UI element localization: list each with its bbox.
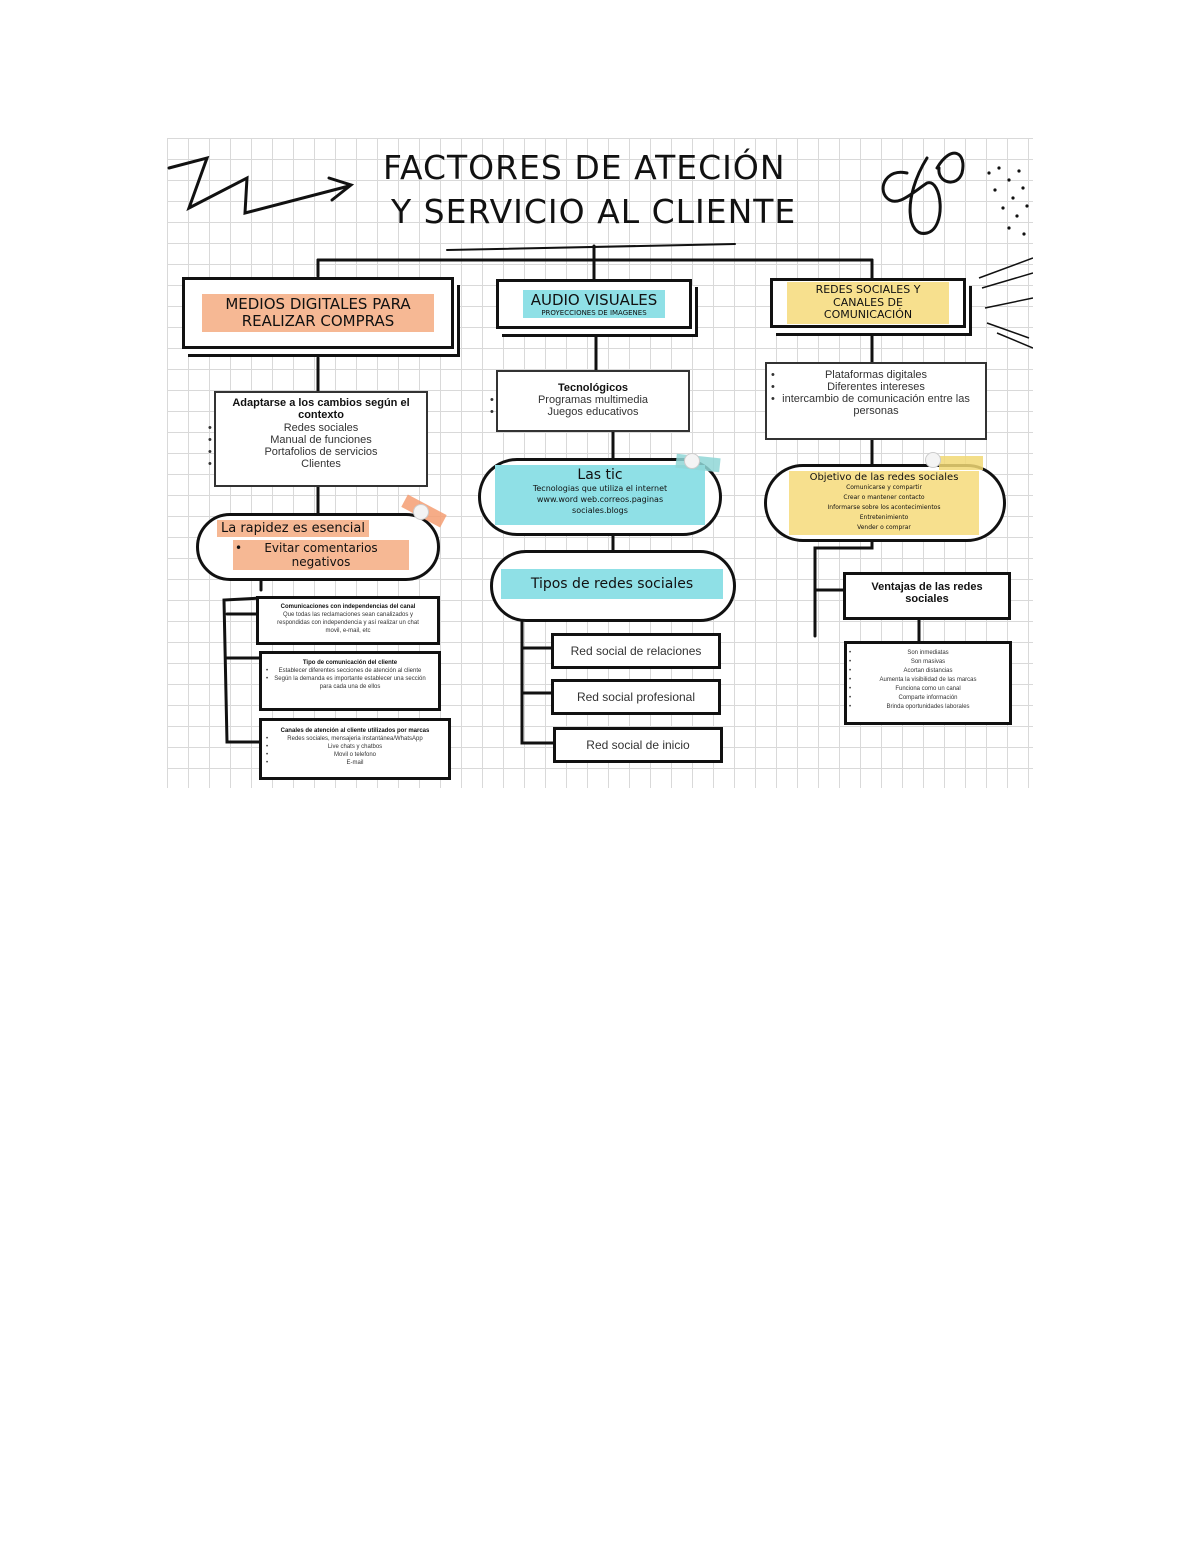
pill-las-tic-item: Tecnologias que utiliza el internet www.… [495, 483, 705, 516]
pill-las-tic-title: Las tic [495, 467, 705, 483]
pill-rapidez: La rapidez es esencial • Evitar comentar… [196, 513, 440, 581]
box-red-inicio: Red social de inicio [553, 727, 723, 763]
pill-rapidez-item: • Evitar comentarios negativos [233, 540, 409, 570]
list-item: Manual de funciones [216, 434, 426, 446]
list-item: Comparte información [857, 694, 999, 703]
list-item: Clientes [216, 458, 426, 470]
list-item: Son inmediatas [857, 649, 999, 658]
box-canales-atencion-title: Canales de atención al cliente utilizado… [262, 727, 448, 735]
bullet-icon: • [235, 541, 242, 555]
box-comunicaciones-canal-title: Comunicaciones con independencias del ca… [259, 603, 437, 611]
list-item: Crear o mantener contacto [789, 493, 979, 503]
header-redes-sociales: REDES SOCIALES Y CANALES DE COMUNICACIÓN [770, 278, 966, 328]
list-item: Live chats y chatbos [274, 743, 436, 751]
list-item: Plataformas digitales [779, 369, 973, 381]
box-tipo-comunicacion: Tipo de comunicación del cliente Estable… [259, 651, 441, 711]
box-tecnologicos: Tecnológicos Programas multimedia Juegos… [496, 370, 690, 432]
list-item: Juegos educativos [498, 406, 688, 418]
box-tipo-comunicacion-title: Tipo de comunicación del cliente [262, 659, 438, 667]
box-ventajas-list: Son inmediatas Son masivas Acortan dista… [844, 641, 1012, 725]
mind-map-sheet: FACTORES DE ATECIÓN Y SERVICIO AL CLIENT… [167, 138, 1033, 788]
list-item: Vender o comprar [789, 523, 979, 533]
pill-tipos-redes: Tipos de redes sociales [490, 550, 736, 622]
list-item: Acortan distancias [857, 667, 999, 676]
box-comunicaciones-canal-text: Que todas las reclamaciones sean canaliz… [259, 611, 437, 635]
list-item: Funciona como un canal [857, 685, 999, 694]
title-line-2: Y SERVICIO AL CLIENTE [391, 190, 903, 234]
list-item: Son masivas [857, 658, 999, 667]
box-comunicaciones-canal: Comunicaciones con independencias del ca… [256, 596, 440, 645]
list-item: intercambio de comunicación entre las pe… [779, 393, 973, 417]
box-red-relaciones: Red social de relaciones [551, 633, 721, 669]
pill-las-tic: Las tic Tecnologias que utiliza el inter… [478, 458, 722, 536]
header-audio-visuales-title: AUDIO VISUALES [531, 291, 658, 309]
pin-decoration [413, 504, 429, 520]
box-ventajas-title: Ventajas de las redes sociales [843, 572, 1011, 620]
list-item: E-mail [274, 759, 436, 767]
list-item: Aumenta la visibilidad de las marcas [857, 676, 999, 685]
header-redes-sociales-label: REDES SOCIALES Y CANALES DE COMUNICACIÓN [787, 282, 949, 324]
box-canales-atencion: Canales de atención al cliente utilizado… [259, 718, 451, 780]
box-red-profesional: Red social profesional [551, 679, 721, 715]
box-plataformas: Plataformas digitales Diferentes interes… [765, 362, 987, 440]
pin-decoration [684, 453, 700, 469]
list-item: Brinda oportunidades laborales [857, 703, 999, 712]
list-item: Diferentes intereses [779, 381, 973, 393]
header-medios-digitales-label: MEDIOS DIGITALES PARA REALIZAR COMPRAS [202, 294, 434, 333]
list-item: Establecer diferentes secciones de atenc… [274, 667, 426, 675]
tape-decoration [939, 456, 983, 470]
header-audio-visuales: AUDIO VISUALES PROYECCIONES DE IMAGENES [496, 279, 692, 329]
header-medios-digitales: MEDIOS DIGITALES PARA REALIZAR COMPRAS [182, 277, 454, 349]
list-item: Comunicarse y compartir [789, 483, 979, 493]
pin-decoration [925, 452, 941, 468]
list-item: Redes sociales, mensajeria instantánea/W… [274, 735, 436, 743]
list-item: Informarse sobre los acontecimientos [789, 503, 979, 513]
header-audio-visuales-item: PROYECCIONES DE IMAGENES [539, 309, 649, 317]
pill-objetivo-redes: Objetivo de las redes sociales Comunicar… [764, 464, 1006, 542]
list-item: Redes sociales [216, 422, 426, 434]
box-adaptarse-title: Adaptarse a los cambios según el context… [216, 397, 426, 421]
page-title: FACTORES DE ATECIÓN Y SERVICIO AL CLIENT… [383, 146, 903, 234]
list-item: Según la demanda es importante establece… [274, 675, 426, 691]
list-item: Movil o telefono [274, 751, 436, 759]
pill-tipos-redes-label: Tipos de redes sociales [501, 569, 723, 599]
title-line-1: FACTORES DE ATECIÓN [383, 146, 903, 190]
list-item: Programas multimedia [498, 394, 688, 406]
pill-rapidez-title: La rapidez es esencial [217, 520, 369, 537]
pill-objetivo-redes-title: Objetivo de las redes sociales [789, 472, 979, 483]
box-adaptarse: Adaptarse a los cambios según el context… [214, 391, 428, 487]
list-item: Portafolios de servicios [216, 446, 426, 458]
list-item: Entretenimiento [789, 513, 979, 523]
box-tecnologicos-title: Tecnológicos [498, 382, 688, 394]
